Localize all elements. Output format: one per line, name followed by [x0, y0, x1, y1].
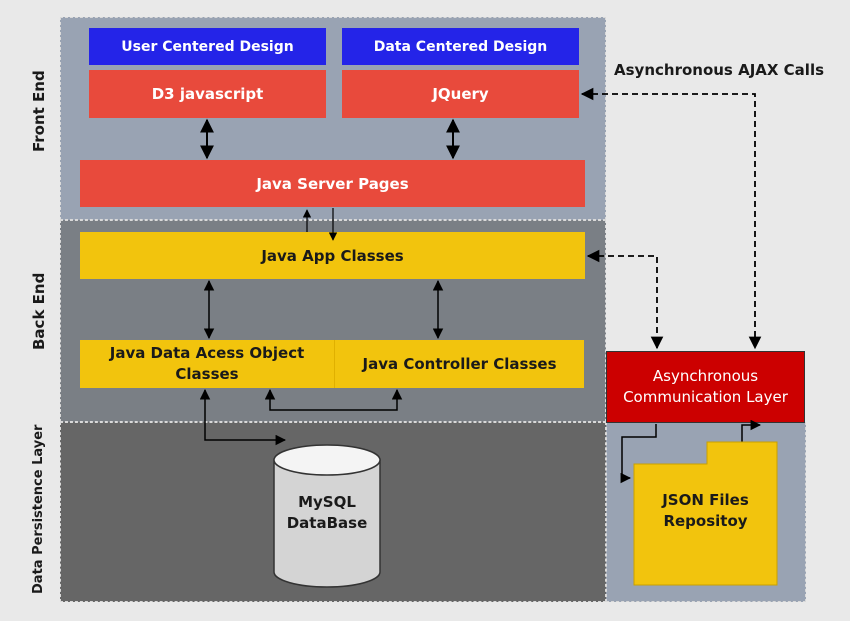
json-files-repository-label: JSON Files Repositoy: [662, 491, 749, 530]
app-async-dashed-connector: [586, 249, 664, 350]
java-server-pages-box: Java Server Pages: [80, 160, 585, 207]
dao-mysql-connector: [199, 388, 287, 446]
jquery-box: JQuery: [342, 70, 579, 118]
dao-controller-connector: [264, 388, 403, 411]
json-folder-shape: [633, 441, 778, 586]
user-centered-design-box: User Centered Design: [89, 28, 326, 65]
d3-javascript-box: D3 javascript: [89, 70, 326, 118]
asynchronous-communication-layer-box: Asynchronous Communication Layer: [606, 351, 805, 423]
json-to-async-arrow: [741, 419, 762, 442]
data-centered-design-box: Data Centered Design: [342, 28, 579, 65]
mysql-database-label: MySQL DataBase: [286, 493, 368, 532]
asynchronous-ajax-calls-label: Asynchronous AJAX Calls: [614, 61, 825, 79]
java-controller-classes-box: Java Controller Classes: [334, 340, 584, 388]
async-to-json-arrow: [620, 424, 657, 484]
mysql-database-cylinder: [273, 444, 381, 588]
jquery-async-dashed-connector: [580, 87, 762, 350]
java-dao-classes-box: Java Data Acess Object Classes: [80, 340, 334, 388]
